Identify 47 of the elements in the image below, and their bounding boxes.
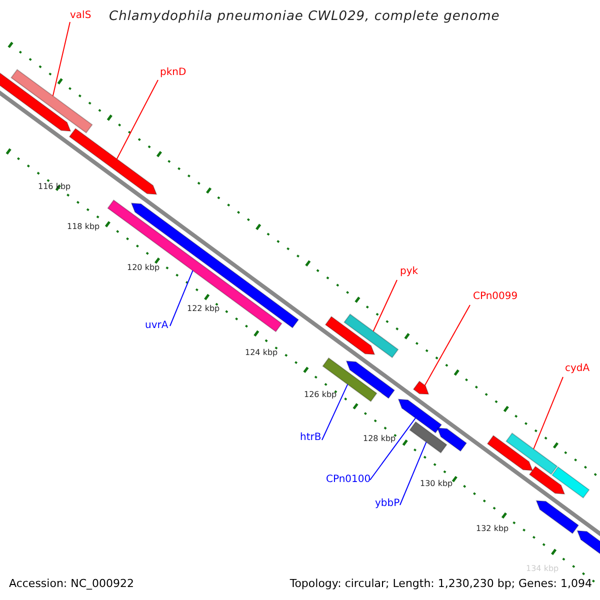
gene-feature [398, 398, 442, 434]
gene-bar [552, 466, 590, 498]
gene-bar [10, 68, 93, 134]
scale-label: 128 kbp [363, 433, 396, 445]
gene-label: ybbP [375, 498, 400, 510]
gene-bar [506, 432, 558, 475]
scale-label: 132 kbp [476, 523, 509, 535]
scale-label: 124 kbp [245, 347, 278, 359]
gene-label: cydA [565, 363, 590, 375]
scale-label: 126 kbp [304, 389, 337, 401]
gene-label: uvrA [145, 320, 168, 332]
gene-bar [344, 314, 399, 358]
leader-line [372, 280, 398, 332]
leader-line [170, 270, 194, 326]
gene-feature [436, 427, 468, 452]
gene-feature [324, 316, 376, 355]
gene-feature [412, 380, 430, 395]
gene-label: valS [70, 10, 92, 22]
leader-line [370, 418, 416, 480]
gene-feature [346, 360, 396, 399]
leader-line [400, 442, 427, 506]
accession-text: Accession: NC_000922 [9, 578, 134, 590]
gene-feature [486, 434, 534, 472]
leader-line [52, 22, 70, 96]
gene-feature [528, 466, 566, 495]
gene-feature [0, 72, 72, 132]
gene-feature [536, 500, 580, 534]
gene-bar [322, 357, 378, 402]
scale-label: 120 kbp [127, 262, 160, 274]
gene-label: htrB [300, 432, 322, 444]
genome-summary: Topology: circular; Length: 1,230,230 bp; Genes: 1,094 [290, 578, 592, 590]
gene-label: CPn0100 [326, 474, 371, 486]
leader-line [322, 384, 348, 440]
leader-line [424, 304, 470, 386]
gene-label: CPn0099 [473, 291, 518, 303]
gene-bar [107, 199, 282, 332]
leader-line [116, 80, 158, 160]
scale-label: 116 kbp [38, 181, 71, 193]
scale-label: 118 kbp [67, 221, 100, 233]
gene-label: pyk [400, 266, 418, 278]
gene-bar [409, 421, 448, 454]
leader-line [533, 376, 564, 450]
gene-feature [68, 128, 158, 195]
gene-label: pknD [160, 67, 186, 79]
scale-label: 130 kbp [420, 478, 453, 490]
scale-label: 122 kbp [187, 303, 220, 315]
title: Chlamydophila pneumoniae CWL029, complete genome [109, 11, 500, 23]
